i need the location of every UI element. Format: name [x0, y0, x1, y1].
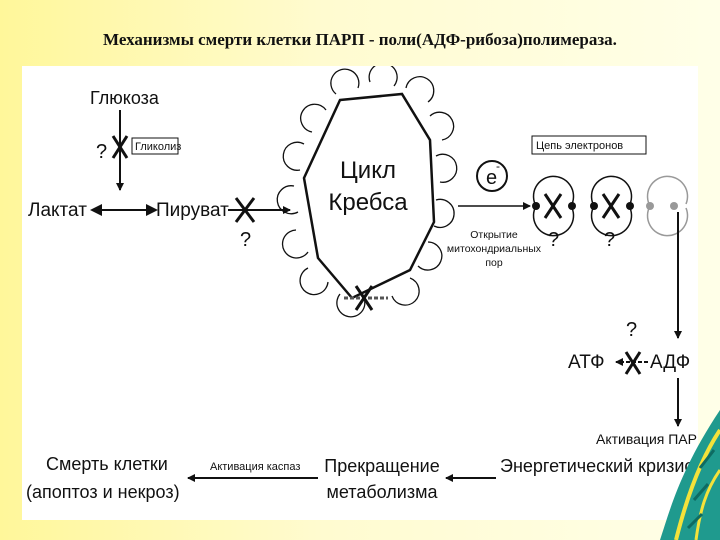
glycolysis-label: Гликолиз: [135, 141, 181, 153]
parp-activation-label: Активация ПАРП: [596, 431, 698, 447]
krebs-label-line1: Цикл: [340, 157, 396, 184]
adp-label: АДФ: [650, 352, 690, 373]
slide-title: Механизмы смерти клетки ПАРП - поли(АДФ-…: [103, 30, 617, 49]
diagram-panel: Глюкоза ? Гликолиз Лактат Пируват ? Ци: [22, 66, 698, 520]
etc-box: [531, 135, 647, 155]
krebs-loops: [276, 66, 458, 318]
etc-block-x: [543, 193, 621, 219]
lactate-pyruvate-arrow: [90, 204, 158, 216]
energy-crisis-label: Энергетический кризис: [500, 456, 693, 476]
electron-circle: [476, 160, 508, 192]
stop-metabolism-line2: метаболизма: [327, 482, 439, 502]
etc-loops: [532, 175, 689, 237]
etc-dots: [532, 202, 678, 210]
pyruvate-question: ?: [240, 229, 251, 251]
decorative-leaf-image: [660, 410, 720, 540]
pore-label-line2: митохондриальных: [447, 243, 542, 255]
atp-question: ?: [626, 319, 637, 341]
pyruvate-label: Пируват: [156, 200, 229, 221]
glucose-label: Глюкоза: [90, 88, 160, 108]
pyruvate-block-x: [234, 197, 256, 223]
stop-metabolism-line1: Прекращение: [324, 456, 439, 476]
pore-label-line3: пор: [485, 257, 503, 269]
cell-death-line1: Смерть клетки: [46, 454, 168, 474]
atp-label: АТФ: [568, 352, 605, 373]
cell-death-line2: (апоптоз и некроз): [26, 482, 180, 502]
pore-label-line1: Открытие: [470, 229, 518, 241]
parp-diagram: Глюкоза ? Гликолиз Лактат Пируват ? Ци: [26, 66, 698, 502]
etc-question-2: ?: [604, 229, 615, 251]
glycolysis-question: ?: [96, 141, 107, 163]
electron-label: e: [486, 167, 497, 189]
krebs-cycle-octagon: [302, 92, 436, 300]
glycolysis-block-x: [111, 135, 129, 159]
caspase-activation-label: Активация каспаз: [210, 461, 300, 473]
etc-question-1: ?: [548, 229, 559, 251]
atp-block-x: [624, 351, 642, 375]
krebs-label-line2: Кребса: [328, 189, 408, 216]
krebs-block-x: [354, 285, 374, 311]
lactate-label: Лактат: [28, 200, 87, 221]
etc-label: Цепь электронов: [536, 140, 623, 152]
glycolysis-box: [131, 137, 179, 155]
electron-sup: -: [496, 159, 500, 173]
